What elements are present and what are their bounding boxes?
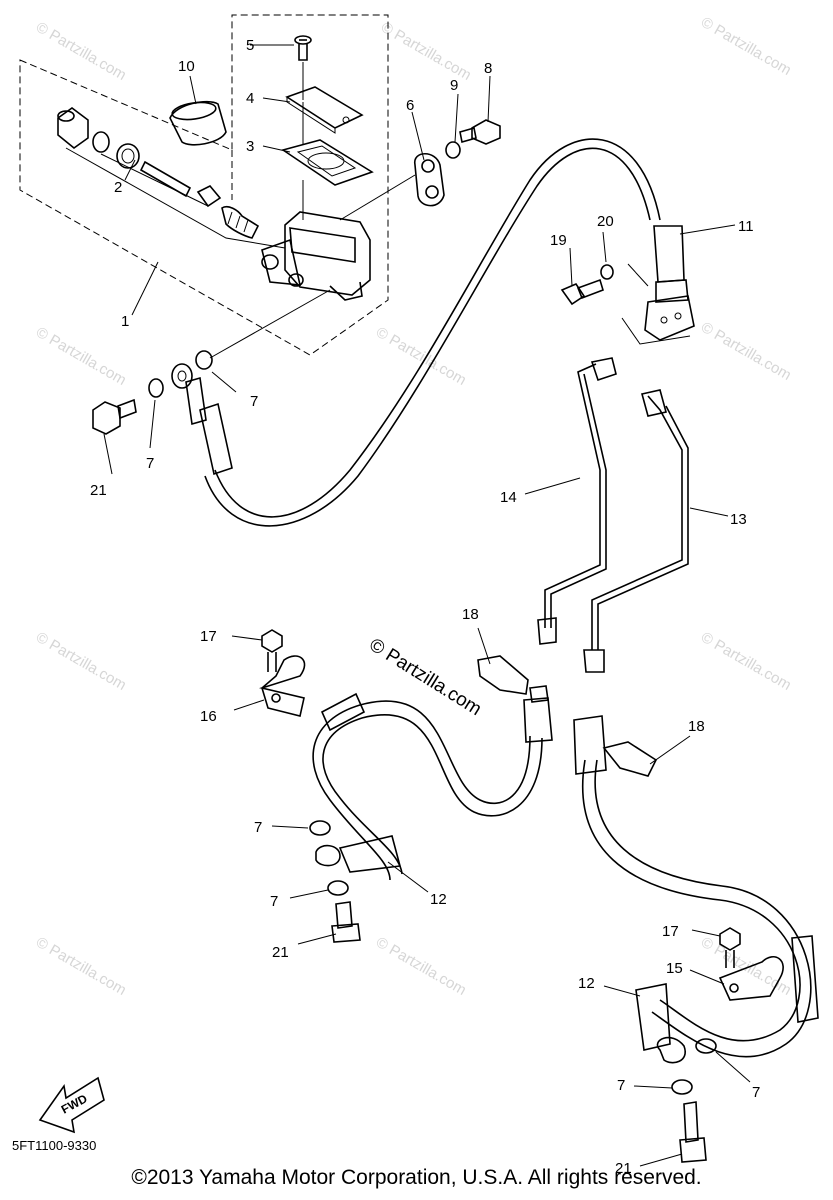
- washer: [445, 141, 461, 159]
- watermark: © Partzilla.com: [373, 934, 469, 999]
- callout-1: 1: [121, 313, 129, 330]
- washer: [671, 1079, 693, 1095]
- watermark: © Partzilla.com: [378, 19, 474, 84]
- washer: [148, 378, 164, 398]
- reservoir-cap: [285, 86, 364, 134]
- callout-11: 11: [738, 218, 754, 235]
- master-cylinder-kit-outline: [19, 14, 389, 356]
- watermark: © Partzilla.com: [33, 934, 129, 999]
- callout-14: 14: [500, 489, 517, 506]
- callout-3: 3: [246, 138, 254, 155]
- callout-7: 7: [250, 393, 258, 410]
- washer: [327, 880, 349, 896]
- callout-19: 19: [550, 232, 567, 249]
- watermark: © Partzilla.com: [698, 319, 794, 384]
- holder-bolt: [459, 119, 501, 145]
- watermark: © Partzilla.com: [33, 324, 129, 389]
- diagram-code: 5FT1100-9330: [12, 1138, 97, 1153]
- callout-leaders: [103, 44, 751, 1167]
- union-bolt: [92, 398, 137, 435]
- callout-7: 7: [270, 893, 278, 910]
- callout-21: 21: [615, 1160, 632, 1177]
- master-cylinder-body: [261, 211, 371, 301]
- hose-bracket-left: [259, 655, 306, 717]
- watermark-layer: © Partzilla.com © Partzilla.com © Partzi…: [33, 14, 794, 999]
- callout-18: 18: [688, 718, 705, 735]
- callout-9: 9: [450, 77, 458, 94]
- brake-pipe-right: [583, 389, 689, 673]
- callout-8: 8: [484, 60, 492, 77]
- callout-6: 6: [406, 97, 414, 114]
- bracket-bolt: [261, 629, 283, 672]
- forward-arrow-icon: FWD: [38, 1076, 105, 1134]
- callout-7: 7: [254, 819, 262, 836]
- washer: [309, 820, 331, 836]
- callout-17: 17: [200, 628, 217, 645]
- diaphragm: [281, 139, 374, 186]
- upper-brake-hose: [171, 138, 695, 527]
- callout-5: 5: [246, 37, 254, 54]
- callout-4: 4: [246, 90, 254, 107]
- callout-12: 12: [578, 975, 595, 992]
- watermark: © Partzilla.com: [698, 934, 794, 999]
- watermark: © Partzilla.com: [373, 324, 469, 389]
- callout-7: 7: [617, 1077, 625, 1094]
- copyright-notice: ©2013 Yamaha Motor Corporation, U.S.A. A…: [131, 1166, 702, 1189]
- lever-bushing: [169, 100, 227, 146]
- hose-bracket-right: [718, 956, 784, 1001]
- lower-brake-hose-left: [312, 685, 553, 881]
- center-watermark: © Partzilla.com: [365, 634, 485, 720]
- callout-13: 13: [730, 511, 747, 528]
- union-bolt: [560, 278, 604, 306]
- callout-numbers: 1 2 3 4 5 6 7 7 7 7 7 7 8 9 10 11 12 12 …: [90, 37, 760, 1177]
- cap-screw: [294, 35, 312, 100]
- leader-line: [621, 263, 691, 345]
- fwd-label: FWD: [59, 1091, 90, 1116]
- watermark: © Partzilla.com: [698, 629, 794, 694]
- callout-17: 17: [662, 923, 679, 940]
- callout-21: 21: [272, 944, 289, 961]
- callout-7: 7: [752, 1084, 760, 1101]
- master-cylinder-holder: [414, 152, 445, 207]
- hose-clip: [602, 741, 658, 777]
- callout-15: 15: [666, 960, 683, 977]
- callout-12: 12: [430, 891, 447, 908]
- bracket-bolt: [719, 927, 741, 968]
- union-bolt: [331, 901, 361, 943]
- watermark: © Partzilla.com: [33, 19, 129, 84]
- watermark: © Partzilla.com: [33, 629, 129, 694]
- callout-18: 18: [462, 606, 479, 623]
- piston-kit-parts: [57, 107, 286, 249]
- callout-2: 2: [114, 179, 122, 196]
- washer: [195, 350, 213, 370]
- callout-10: 10: [178, 58, 195, 75]
- brake-pipe-left: [537, 357, 617, 645]
- hose-clip: [477, 655, 529, 695]
- washer: [695, 1038, 717, 1054]
- lower-brake-hose-right: [573, 715, 819, 1064]
- callout-7: 7: [146, 455, 154, 472]
- callout-20: 20: [597, 213, 614, 230]
- leader-line: [209, 289, 331, 359]
- watermark: © Partzilla.com: [698, 14, 794, 79]
- washer: [600, 264, 614, 280]
- callout-16: 16: [200, 708, 217, 725]
- callout-21: 21: [90, 482, 107, 499]
- union-bolt: [679, 1101, 707, 1163]
- leader-line: [339, 174, 416, 221]
